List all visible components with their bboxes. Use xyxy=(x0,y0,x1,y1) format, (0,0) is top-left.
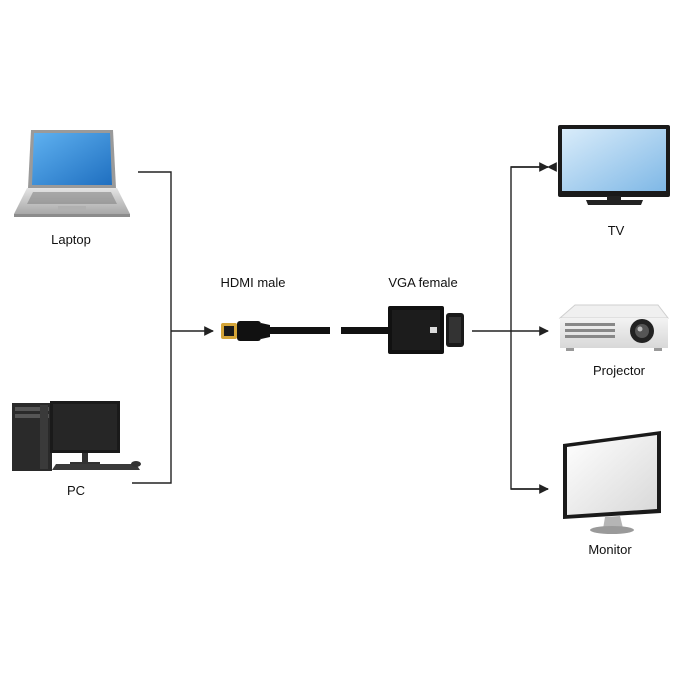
hdmi-label: HDMI male xyxy=(220,275,286,290)
tv-label: TV xyxy=(607,223,625,238)
hdmi-plug-icon xyxy=(221,321,330,341)
source-connector-lines xyxy=(132,171,214,484)
destination-connector-lines xyxy=(472,162,557,494)
vga-adapter-icon xyxy=(341,306,464,354)
laptop-icon xyxy=(14,130,130,217)
vga-label: VGA female xyxy=(388,275,458,290)
monitor-label: Monitor xyxy=(588,542,632,557)
tv-icon xyxy=(558,125,670,205)
monitor-icon xyxy=(563,431,661,534)
desktop-pc-icon xyxy=(12,401,141,471)
projector-icon xyxy=(558,304,670,351)
laptop-label: Laptop xyxy=(51,232,91,247)
pc-label: PC xyxy=(66,483,86,498)
projector-label: Projector xyxy=(592,363,646,378)
